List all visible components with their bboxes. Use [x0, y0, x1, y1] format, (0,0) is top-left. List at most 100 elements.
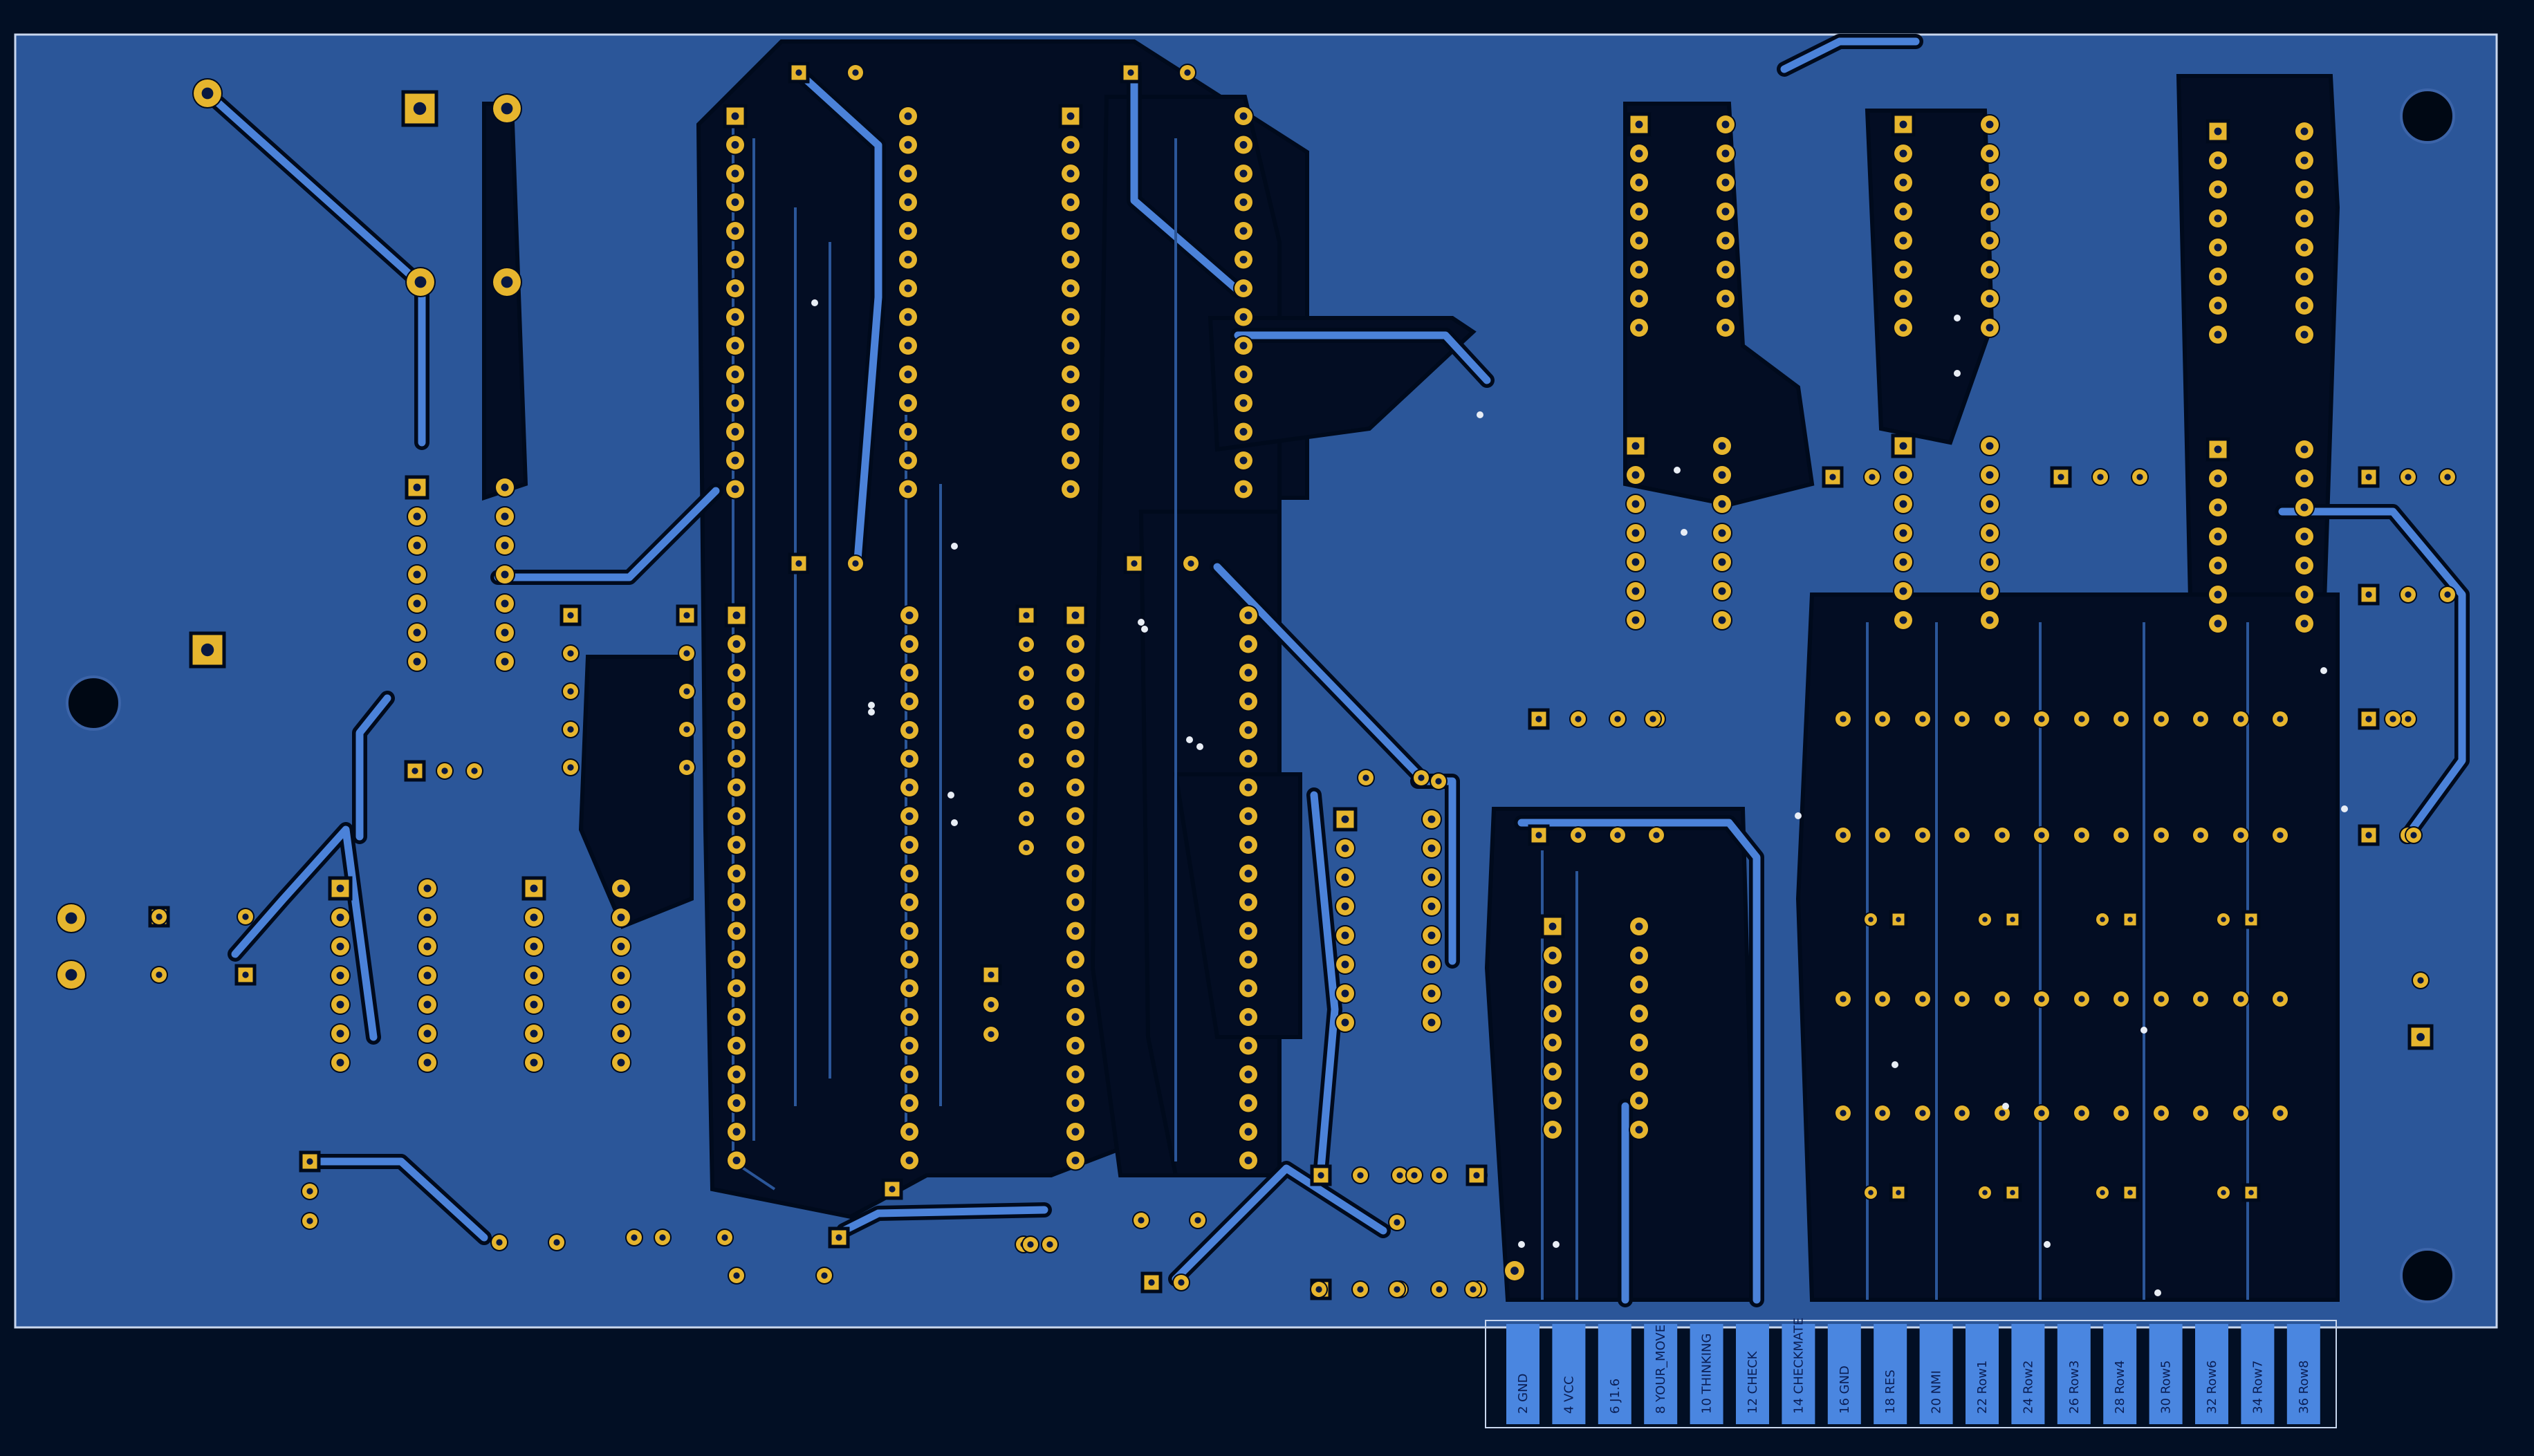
- ic-u3-pin: [726, 720, 747, 740]
- ic-u2-pin: [1060, 163, 1081, 184]
- ic-u15-pin: [1629, 1003, 1649, 1024]
- ic-u8-pin: [1712, 581, 1732, 601]
- ic-u11-pin: [405, 475, 429, 500]
- ic-u5-pin: [1629, 259, 1649, 280]
- led-matrix-pad: [1953, 826, 1971, 844]
- led-matrix-pad: [2232, 1104, 2250, 1122]
- edge-finger-label: 10 THINKING: [1700, 1334, 1714, 1414]
- ic-u3-pin: [899, 1092, 920, 1114]
- resistor-array-pin: [2399, 710, 2417, 728]
- ic-u1-pin: [898, 249, 918, 270]
- led-pad: [1977, 1185, 1992, 1200]
- header-j1-pin: [1017, 781, 1035, 799]
- led-matrix-pad: [1874, 826, 1892, 844]
- ic-u3-pin: [726, 1092, 747, 1114]
- ic-u2-pin: [1233, 421, 1254, 442]
- ic-u5-pin: [1629, 201, 1649, 222]
- resistor-array-pin: [1528, 708, 1550, 730]
- ic-u13-pin: [524, 936, 544, 957]
- ic-u9-pin: [1891, 433, 1916, 458]
- ic-u15-pin: [1542, 974, 1563, 995]
- edge-finger-14: 14 CHECKMATE: [1782, 1318, 1815, 1424]
- ic-u10-pin: [2208, 468, 2228, 489]
- ic-u11-pin: [407, 506, 427, 527]
- led-matrix-pad: [2033, 826, 2051, 844]
- resistor-array-pin: [1609, 710, 1627, 728]
- circle-hole-icon: [2400, 88, 2455, 144]
- ic-u4-pin: [1065, 863, 1086, 884]
- ic-u2-pin: [1233, 221, 1254, 241]
- ic-u3-pin: [899, 949, 920, 970]
- edge-finger-label: 36 Row8: [2297, 1360, 2311, 1414]
- power-pad: [401, 90, 438, 127]
- via-dot-icon: [1141, 626, 1148, 633]
- ic-u7-pin: [2208, 150, 2228, 171]
- test-point: [2407, 1024, 2434, 1050]
- ic-u14-pin: [1335, 867, 1356, 888]
- ic-u15-pin: [1542, 1119, 1563, 1140]
- led-matrix-pad: [2073, 826, 2091, 844]
- resistor-array-pin: [2131, 468, 2149, 486]
- resistor-array-pin: [2399, 586, 2417, 604]
- ic-u8-pin: [1625, 523, 1646, 543]
- via-dot-icon: [1186, 736, 1193, 743]
- ic-u7-pin: [2294, 266, 2315, 287]
- ic-u5-pin: [1715, 317, 1736, 338]
- small-pad: [625, 1229, 643, 1247]
- via-large: [1504, 1260, 1526, 1282]
- ic-u4-pin: [1065, 892, 1086, 913]
- via-dot-icon: [2154, 1289, 2161, 1296]
- ic-u14-pin: [1421, 809, 1442, 830]
- ic-u4-pin: [1065, 633, 1086, 655]
- led-pad: [1889, 910, 1908, 929]
- header-j1-pin: [1017, 635, 1035, 653]
- header-j1-pin: [1015, 604, 1037, 626]
- ic-u9-pin: [1893, 494, 1914, 514]
- edge-connector-outline: [1485, 1320, 2337, 1428]
- ic-u6-pin: [1979, 288, 2000, 309]
- led-matrix-pad: [2152, 990, 2170, 1008]
- header-j1-pin: [1017, 664, 1035, 682]
- ic-u2-pin: [1233, 163, 1254, 184]
- ic-u6-pin: [1893, 143, 1914, 164]
- edge-finger-24: 24 Row2: [2011, 1324, 2045, 1424]
- ic-u6-pin: [1979, 230, 2000, 251]
- ic-u9-pin: [1979, 523, 2000, 543]
- small-pad: [716, 1229, 734, 1247]
- ic-u6-pin: [1893, 259, 1914, 280]
- ic-u8-pin: [1712, 523, 1732, 543]
- led-matrix-pad: [1834, 990, 1852, 1008]
- ic-u3-pin: [726, 748, 747, 769]
- ic-u4-pin: [1238, 691, 1259, 712]
- led-matrix-pad: [2033, 990, 2051, 1008]
- ic-u2-pin: [1060, 364, 1081, 385]
- led-matrix-pad: [2232, 990, 2250, 1008]
- edge-finger-20: 20 NMI: [1919, 1324, 1953, 1424]
- small-pad: [1021, 1235, 1039, 1253]
- ic-u10-pin: [2208, 555, 2228, 576]
- ic-u3-pin: [726, 949, 747, 970]
- ic-u1-pin: [725, 364, 746, 385]
- edge-finger-8: 8 YOUR_MOVE: [1644, 1324, 1678, 1424]
- led-matrix-pad: [1874, 990, 1892, 1008]
- via-dot-icon: [1196, 743, 1203, 750]
- ic-u10-pin: [2294, 439, 2315, 460]
- ic-u6-pin: [1893, 230, 1914, 251]
- via-dot-icon: [1892, 1061, 1898, 1068]
- ic-u7-pin: [2208, 266, 2228, 287]
- resistor-r2-pin: [1178, 64, 1196, 82]
- led-pad: [2095, 1185, 2110, 1200]
- via-dot-icon: [2320, 667, 2327, 674]
- resistor-array-pin: [2358, 824, 2380, 846]
- ic-u1-pin: [898, 106, 918, 127]
- ic-u7-pin: [2208, 295, 2228, 316]
- ic-u11-pin: [407, 564, 427, 585]
- ic-u2-pin: [1233, 106, 1254, 127]
- resistor-array-pin: [2358, 584, 2380, 606]
- ic-u3-pin: [726, 805, 747, 827]
- resistor-array-pin: [2439, 586, 2457, 604]
- ic-u8-pin: [1625, 552, 1646, 572]
- ic-u3-pin: [899, 633, 920, 655]
- led-matrix-pad: [2152, 1104, 2170, 1122]
- edge-finger-label: 8 YOUR_MOVE: [1654, 1325, 1668, 1414]
